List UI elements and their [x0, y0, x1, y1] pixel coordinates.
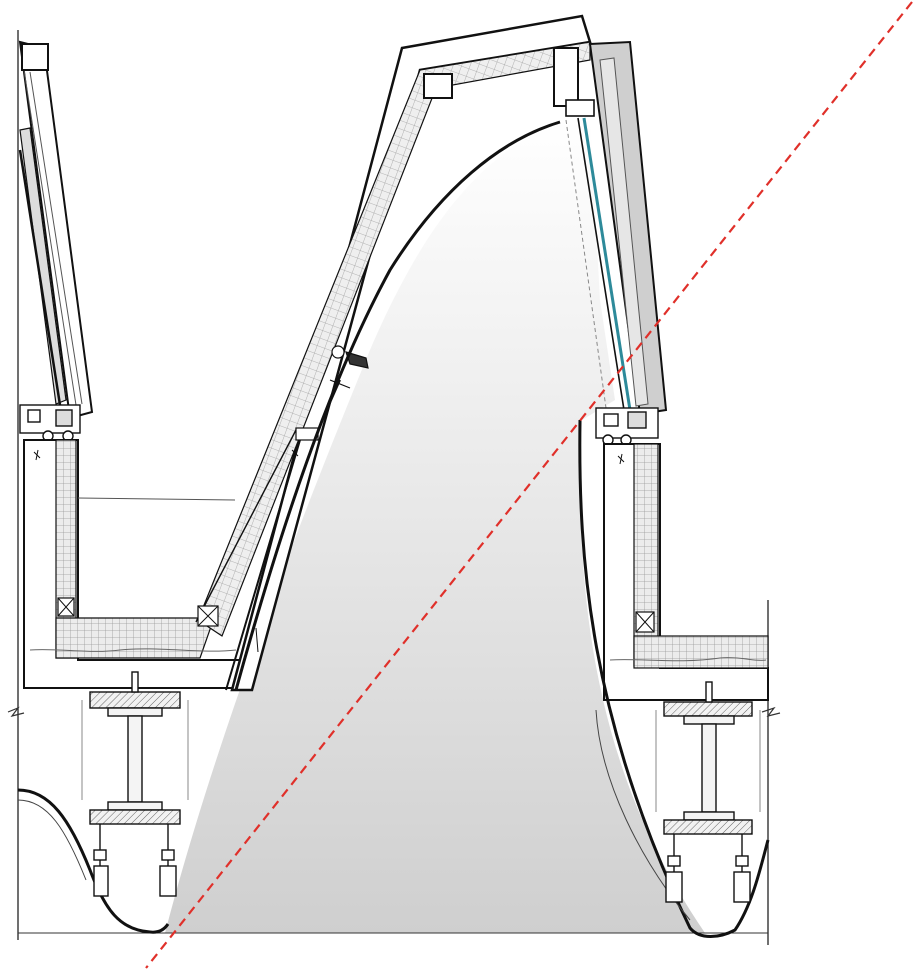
left-hanger-rod-icon	[93, 824, 177, 897]
right-skylight-sash	[565, 40, 668, 416]
light-well-fill	[165, 118, 705, 933]
left-skylight-sash	[18, 40, 94, 420]
left-hinge-icon	[19, 404, 81, 442]
left-curb	[23, 439, 243, 689]
fixing-icon	[329, 345, 369, 389]
small-markers	[33, 447, 625, 653]
left-steel-beam-icon	[81, 671, 189, 825]
sloped-roof-shell	[195, 14, 592, 692]
right-curb	[603, 443, 769, 701]
left-soffit-curve	[17, 788, 170, 934]
sun-angle-line	[145, 1, 913, 969]
right-steel-beam-icon	[655, 681, 761, 835]
right-hanger-rod-icon	[665, 834, 751, 903]
right-hinge-icon	[595, 407, 659, 446]
